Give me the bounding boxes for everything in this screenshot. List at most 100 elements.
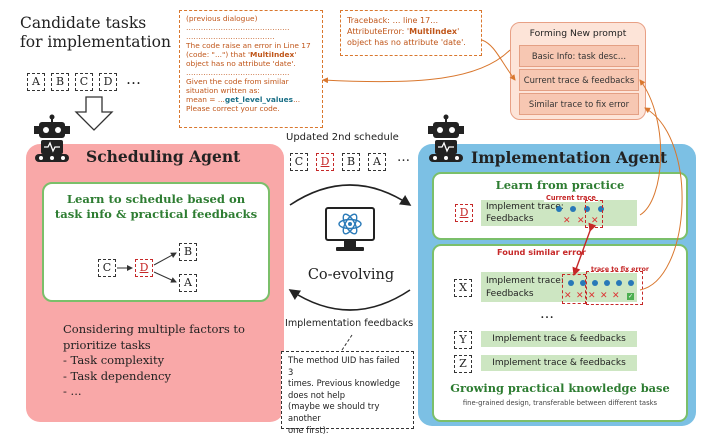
kb-vertical-ellipsis: …	[540, 306, 554, 322]
note-text: mean = ...	[186, 95, 225, 104]
kb-task-x: X	[454, 279, 472, 297]
scheduling-learn-box	[42, 182, 270, 302]
factor-line: - Task dependency	[63, 368, 171, 383]
graph-node-d: D	[135, 259, 153, 277]
kb-task-y: Y	[454, 331, 472, 349]
note-keyword: MultiIndex	[250, 50, 295, 59]
kb-task-z: Z	[454, 355, 472, 373]
graph-node-b: B	[179, 243, 197, 261]
computer-atom-icon	[325, 207, 375, 251]
feedback-note: The method UID has failed 3 times. Previ…	[281, 351, 414, 435]
trace-to-fix-label: trace to fix error	[590, 266, 650, 273]
note-line: mean = ...get_level_values...	[186, 95, 316, 104]
trace-dot	[604, 280, 610, 286]
note-line: ……………………………………	[186, 68, 290, 77]
found-similar-error-label: Found similar error	[497, 247, 586, 257]
note-line: (previous dialogue)	[186, 14, 258, 23]
robot-icon	[428, 114, 464, 162]
scheduling-learn-title-line1: Learn to schedule based on	[66, 192, 246, 206]
trace-dot	[568, 280, 574, 286]
implementation-feedbacks-label: Implementation feedbacks	[285, 318, 414, 329]
kb-title: Growing practical knowledge base	[450, 381, 670, 395]
current-trace-label: Current trace	[544, 194, 598, 202]
trace-dot	[584, 206, 590, 212]
candidate-title: Candidate tasks for implementation	[20, 14, 171, 52]
new-prompt-item-current-trace: Current trace & feedbacks	[519, 69, 639, 91]
note-text: '	[457, 27, 460, 36]
note-line: AttributeError: 'MultiIndex'	[347, 26, 475, 37]
note-text: (code: "...") that '	[186, 50, 251, 59]
note-line: Please correct your code.	[186, 104, 280, 113]
graph-node-c: C	[98, 259, 116, 277]
candidate-task-d: D	[99, 73, 117, 91]
feedbacks-label: Feedbacks	[486, 214, 534, 224]
note-line: The code raise an error in Line 17	[186, 41, 311, 50]
implement-trace-label: Implement trace:	[486, 276, 564, 286]
note-line: Traceback: … line 17…	[347, 16, 439, 25]
note-text: ...	[293, 95, 301, 104]
schedule-task-a: A	[368, 153, 386, 171]
candidate-task-a: A	[27, 73, 45, 91]
note-line: ………………………………	[186, 32, 275, 41]
scheduling-learn-title-line2: task info & practical feedbacks	[54, 207, 258, 221]
trace-dot	[616, 280, 622, 286]
candidate-title-line2: for implementation	[20, 33, 171, 51]
fail-x-icon: ✕	[564, 291, 572, 301]
feedbacks-label: Feedbacks	[486, 289, 534, 299]
trace-dot	[598, 206, 604, 212]
candidate-ellipsis: …	[126, 70, 141, 88]
new-prompt-title: Forming New prompt	[529, 28, 627, 39]
note-line: ……………………………………	[186, 23, 290, 32]
feedback-note-line: (maybe we should try another	[288, 401, 380, 423]
factor-line: prioritize tasks	[63, 337, 151, 352]
traceback-note: Traceback: … line 17… AttributeError: 'M…	[340, 10, 482, 56]
feedback-note-line: one first).	[288, 424, 329, 435]
note-line: object has no attribute 'date'.	[186, 59, 296, 68]
trace-dot	[556, 206, 562, 212]
new-prompt-box: Forming New prompt Basic Info: task desc…	[510, 22, 646, 120]
note-line: (code: "...") that 'MultiIndex'	[186, 50, 316, 59]
trace-dot	[628, 280, 634, 286]
fail-x-icon: ✕	[577, 216, 585, 226]
candidate-task-c: C	[75, 73, 93, 91]
factor-line: - Task complexity	[63, 353, 165, 367]
schedule-label: Updated 2nd schedule	[286, 132, 399, 143]
schedule-task-d: D	[316, 153, 334, 171]
candidate-title-line1: Candidate tasks	[20, 14, 147, 32]
factor-line: - ...	[63, 384, 82, 398]
fail-x-icon: ✕	[588, 291, 596, 301]
feedback-note-line: times. Previous knowledge	[288, 378, 401, 389]
note-keyword: MultiIndex	[409, 27, 458, 36]
kb-pill-y: Implement trace & feedbacks	[481, 331, 637, 347]
co-evolving-label: Co-evolving	[307, 267, 395, 283]
new-prompt-item-basic-info: Basic Info: task desc…	[519, 45, 639, 67]
note-line: situation written as:	[186, 86, 260, 95]
new-prompt-item-similar-trace: Similar trace to fix error	[519, 93, 639, 115]
fail-x-icon: ✕	[612, 291, 620, 301]
note-line: object has no attribute 'date'.	[347, 38, 466, 47]
scheduling-agent-title: Scheduling Agent	[86, 147, 241, 166]
feedback-note-line: The method UID has failed 3	[288, 355, 400, 377]
kb-subtitle: fine-grained design, transferable betwee…	[462, 399, 658, 407]
trace-dot	[580, 280, 586, 286]
down-arrow-icon	[74, 96, 114, 131]
scheduling-factors: Considering multiple factors to prioriti…	[63, 322, 245, 400]
graph-node-a: A	[179, 274, 197, 292]
current-trace-strip	[481, 200, 637, 226]
trace-dot	[592, 280, 598, 286]
fail-x-icon: ✕	[576, 291, 584, 301]
factor-line: Considering multiple factors to	[63, 322, 245, 336]
note-keyword: get_level_values	[224, 95, 294, 104]
fail-x-icon: ✕	[591, 216, 599, 226]
candidate-task-b: B	[51, 73, 69, 91]
similar-trace-strip	[481, 272, 637, 302]
fix-trace-highlight	[586, 271, 643, 305]
schedule-ellipsis: …	[397, 150, 410, 165]
previous-dialogue-note: (previous dialogue) …………………………………… ………………	[179, 10, 323, 128]
schedule-task-b: B	[342, 153, 360, 171]
